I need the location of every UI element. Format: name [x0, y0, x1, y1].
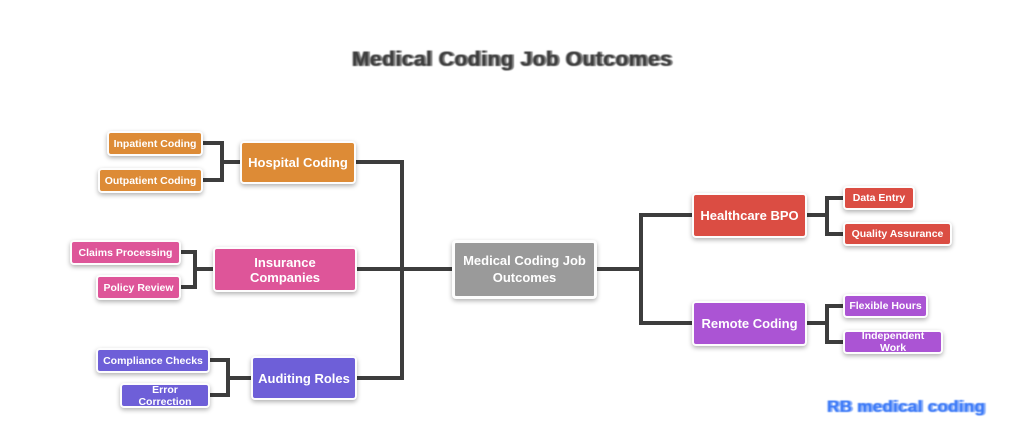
node-hospital-coding[interactable]: Hospital Coding [240, 141, 356, 184]
node-claims-processing[interactable]: Claims Processing [70, 240, 181, 265]
node-data-entry[interactable]: Data Entry [843, 186, 915, 210]
connector-segment [210, 358, 230, 362]
connector-segment [807, 213, 829, 217]
connector-segment [226, 376, 251, 380]
node-label: Quality Assurance [851, 228, 944, 240]
node-quality-assurance[interactable]: Quality Assurance [843, 222, 952, 246]
node-label: Remote Coding [701, 316, 798, 331]
node-independent-work[interactable]: Independent Work [843, 330, 943, 354]
node-label: Insurance Companies [249, 254, 321, 285]
connector-segment [807, 321, 829, 325]
node-label: Medical Coding Job Outcomes [463, 253, 586, 285]
node-label: Compliance Checks [103, 354, 203, 367]
node-policy-review[interactable]: Policy Review [96, 275, 181, 300]
connector-segment [639, 213, 643, 325]
node-remote-coding[interactable]: Remote Coding [692, 301, 807, 346]
node-label: Error Correction [138, 383, 192, 408]
node-label: Data Entry [852, 192, 906, 204]
connector-segment [203, 141, 224, 145]
node-medical-coding-job-outcomes[interactable]: Medical Coding Job Outcomes [452, 240, 597, 299]
node-compliance-checks[interactable]: Compliance Checks [96, 348, 210, 373]
connector-segment [193, 267, 213, 271]
connector-segment [639, 321, 692, 325]
node-label: Independent Work [861, 330, 925, 354]
node-label: Flexible Hours [849, 300, 922, 312]
node-flexible-hours[interactable]: Flexible Hours [843, 294, 928, 318]
connector-segment [203, 178, 224, 182]
connector-segment [639, 213, 692, 217]
node-label: Inpatient Coding [113, 137, 197, 150]
connector-segment [220, 160, 240, 164]
node-insurance-companies[interactable]: Insurance Companies [213, 247, 357, 292]
diagram-title: Medical Coding Job Outcomes [351, 48, 673, 71]
node-label: Outpatient Coding [104, 174, 197, 187]
node-label: Hospital Coding [248, 155, 348, 170]
node-label: Healthcare BPO [700, 208, 799, 223]
node-outpatient-coding[interactable]: Outpatient Coding [98, 168, 203, 193]
connector-segment [356, 267, 404, 271]
connector-segment [181, 285, 197, 289]
node-healthcare-bpo[interactable]: Healthcare BPO [692, 193, 807, 238]
connector-segment [210, 393, 230, 397]
connector-segment [825, 196, 843, 200]
connector-segment [400, 267, 452, 271]
connector-segment [181, 250, 197, 254]
node-label: Auditing Roles [258, 370, 350, 386]
connector-segment [356, 160, 404, 164]
connector-segment [825, 232, 843, 236]
node-inpatient-coding[interactable]: Inpatient Coding [107, 131, 203, 156]
connector-segment [597, 267, 643, 271]
node-auditing-roles[interactable]: Auditing Roles [251, 356, 357, 400]
node-label: Policy Review [103, 281, 174, 294]
node-label: Claims Processing [78, 246, 173, 259]
connector-segment [825, 196, 829, 236]
connector-segment [825, 340, 843, 344]
node-error-correction[interactable]: Error Correction [120, 383, 210, 408]
connector-segment [356, 376, 404, 380]
connector-segment [825, 304, 829, 344]
watermark-text: RB medical coding [827, 397, 986, 416]
connector-segment [825, 304, 843, 308]
